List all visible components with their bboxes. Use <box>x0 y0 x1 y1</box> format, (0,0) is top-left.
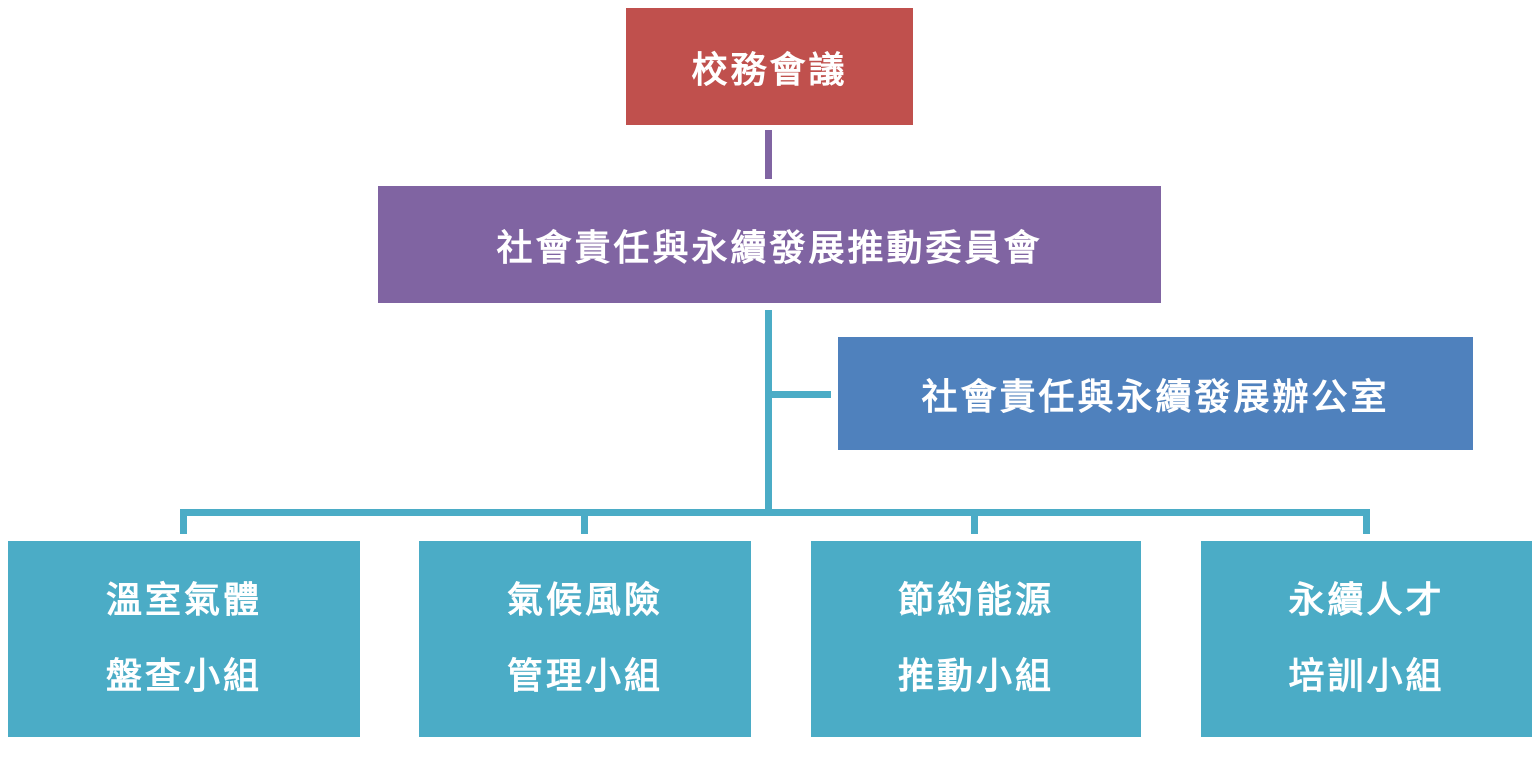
group-label-line2: 管理小組 <box>506 656 663 697</box>
connector-committee-trunk <box>765 310 772 512</box>
committee-label: 社會責任與永續發展推動委員會 <box>496 227 1043 269</box>
connector-groups-horizontal <box>180 509 1370 516</box>
committee-box: 社會責任與永續發展推動委員會 <box>378 186 1161 303</box>
group-box-energy-saving: 節約能源 推動小組 <box>811 541 1141 737</box>
group-label-line2: 培訓小組 <box>1288 656 1445 697</box>
group-label-line1: 節約能源 <box>897 580 1054 621</box>
group-label-line1: 溫室氣體 <box>105 580 262 621</box>
group-box-climate-risk: 氣候風險 管理小組 <box>419 541 751 737</box>
office-label: 社會責任與永續發展辦公室 <box>921 376 1390 418</box>
council-box: 校務會議 <box>626 8 913 125</box>
group-label-line2: 盤查小組 <box>105 656 262 697</box>
connector-group-4 <box>1363 509 1370 534</box>
connector-council-committee <box>765 130 772 179</box>
office-box: 社會責任與永續發展辦公室 <box>838 337 1473 450</box>
group-label-line1: 永續人才 <box>1288 580 1445 621</box>
group-label-line2: 推動小組 <box>897 656 1054 697</box>
connector-group-2 <box>581 509 588 534</box>
group-box-greenhouse-gas: 溫室氣體 盤查小組 <box>8 541 360 737</box>
council-label: 校務會議 <box>691 49 848 91</box>
connector-group-3 <box>971 509 978 534</box>
group-box-talent-training: 永續人才 培訓小組 <box>1201 541 1532 737</box>
connector-group-1 <box>180 509 187 534</box>
connector-office-branch <box>765 391 831 398</box>
group-label-line1: 氣候風險 <box>506 580 663 621</box>
